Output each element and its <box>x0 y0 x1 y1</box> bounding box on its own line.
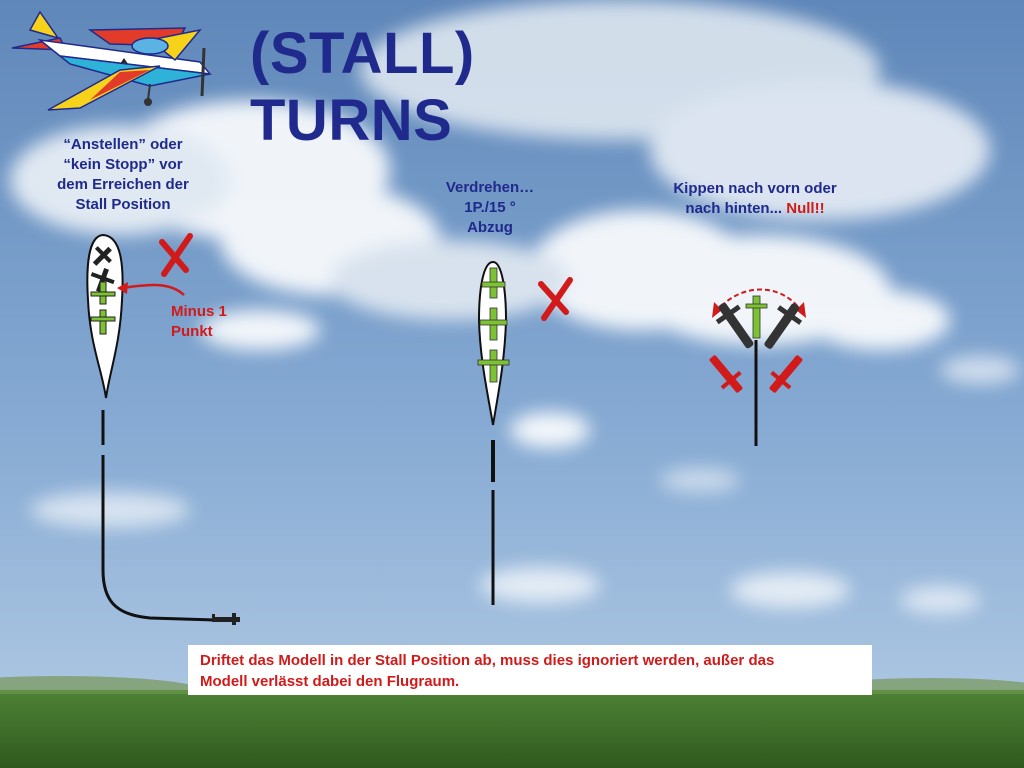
drift-note-line-1: Driftet das Modell in der Stall Position… <box>200 652 775 669</box>
drift-note-box: Driftet das Modell in der Stall Position… <box>188 645 872 695</box>
verdrehen-label-line: Verdrehen… <box>445 179 535 196</box>
kippen-label-prefix: nach hinten... <box>685 200 787 217</box>
minus-label-line: Punkt <box>171 323 213 340</box>
kippen-label-line-1: Kippen nach vorn oder <box>673 180 837 197</box>
verdrehen-label: Verdrehen… 1P./15 ° Abzug <box>420 178 560 238</box>
stall-anstellen-label: “Anstellen” oder “kein Stopp” vor dem Er… <box>40 135 206 215</box>
drift-note-line-2: Modell verlässt dabei den Flugraum. <box>200 673 460 690</box>
minus-label-line: Minus 1 <box>171 303 227 320</box>
kippen-label: Kippen nach vorn oder nach hinten... Nul… <box>630 179 880 219</box>
verdrehen-label-line: 1P./15 ° <box>464 199 516 216</box>
stall-label-line: “Anstellen” oder <box>63 136 183 153</box>
minus-point-label: Minus 1 Punkt <box>171 302 227 342</box>
kippen-null-label: Null!! <box>786 200 825 217</box>
verdrehen-label-line: Abzug <box>467 219 513 236</box>
page-title: (STALL) TURNS <box>250 21 475 153</box>
stall-label-line: “kein Stopp” vor <box>63 156 183 173</box>
kippen-label-line-2: nach hinten... Null!! <box>630 199 880 219</box>
stall-label-line: Stall Position <box>75 196 171 213</box>
stall-label-line: dem Erreichen der <box>57 176 189 193</box>
